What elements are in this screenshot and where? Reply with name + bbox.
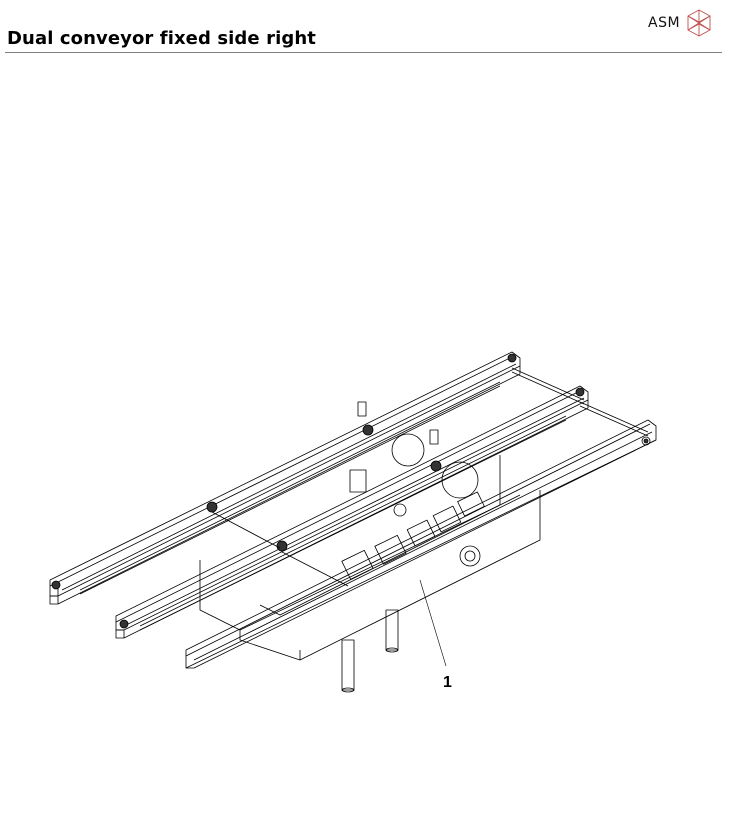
callout-leader <box>419 579 447 667</box>
brand-logo: ASM <box>648 9 712 37</box>
page-title: Dual conveyor fixed side right <box>7 28 316 49</box>
callout-label-1: 1 <box>443 674 452 691</box>
base-frame <box>199 455 541 661</box>
asm-polyhedron-logo-icon <box>687 9 711 37</box>
header-rule <box>5 52 722 53</box>
logo-text: ASM <box>648 15 681 31</box>
rail-b <box>115 385 589 639</box>
center-modules <box>341 401 485 580</box>
rail-a <box>49 351 521 605</box>
page-header: Dual conveyor fixed side right ASM <box>0 0 734 56</box>
legs <box>341 609 399 693</box>
rail-c <box>185 419 657 669</box>
